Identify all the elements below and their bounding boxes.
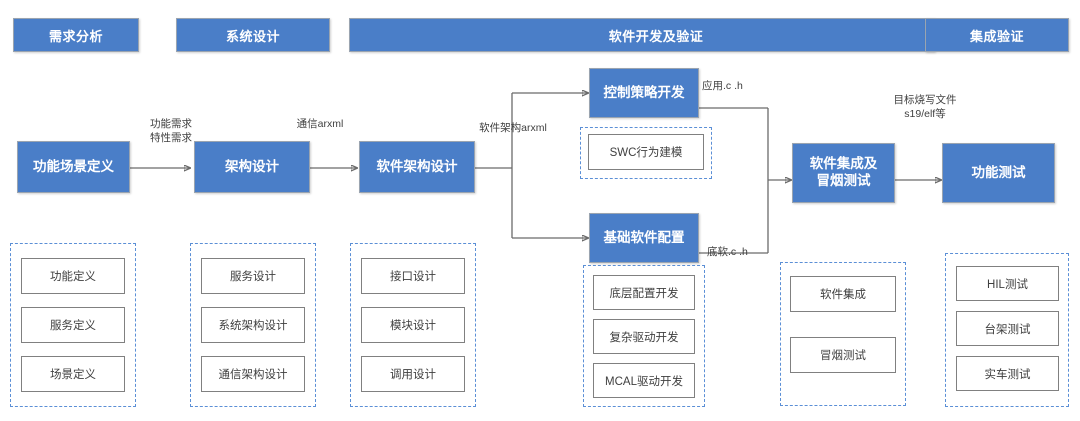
detail-item-scenario-definition[interactable]: 场景定义	[21, 356, 125, 392]
edge-label-functional-feature-requirements: 功能需求 特性需求	[150, 118, 192, 145]
phase-header-software-development: 软件开发及验证	[349, 18, 935, 52]
phase-header-requirements: 需求分析	[13, 18, 139, 52]
node-functional-scenario-definition[interactable]: 功能场景定义	[17, 141, 130, 193]
detail-group-integration	[780, 262, 906, 406]
detail-item-software-integration[interactable]: 软件集成	[790, 276, 896, 312]
detail-item-communication-architecture-design[interactable]: 通信架构设计	[201, 356, 305, 392]
edge-label-application-c-h: 应用.c .h	[702, 80, 743, 92]
detail-item-function-definition[interactable]: 功能定义	[21, 258, 125, 294]
detail-item-bsw-configuration-development[interactable]: 底层配置开发	[593, 275, 695, 310]
node-swc-behavior-modeling[interactable]: SWC行为建模	[588, 134, 704, 170]
detail-item-interface-design[interactable]: 接口设计	[361, 258, 465, 294]
detail-group-validation	[945, 253, 1069, 407]
node-software-integration-smoke-test[interactable]: 软件集成及 冒烟测试	[792, 143, 895, 203]
edge-label-software-architecture-arxml: 软件架构arxml	[479, 122, 547, 134]
node-architecture-design[interactable]: 架构设计	[194, 141, 310, 193]
detail-item-vehicle-test[interactable]: 实车测试	[956, 356, 1059, 391]
node-function-test[interactable]: 功能测试	[942, 143, 1055, 203]
node-label-line2: 冒烟测试	[816, 173, 871, 188]
detail-item-smoke-test[interactable]: 冒烟测试	[790, 337, 896, 373]
detail-item-mcal-driver-development[interactable]: MCAL驱动开发	[593, 363, 695, 398]
detail-group-system-design	[190, 243, 316, 407]
edge-label-target-flash-file: 目标烧写文件 s19/elf等	[893, 94, 957, 121]
detail-item-bench-test[interactable]: 台架测试	[956, 311, 1059, 346]
edge-label-communication-arxml: 通信arxml	[296, 118, 344, 130]
detail-item-hil-test[interactable]: HIL测试	[956, 266, 1059, 301]
phase-header-integration-validation: 集成验证	[925, 18, 1069, 52]
swc-modeling-group	[580, 127, 712, 179]
phase-header-system-design: 系统设计	[176, 18, 330, 52]
node-label-line1: 软件集成及	[809, 156, 878, 172]
detail-group-software-architecture	[350, 243, 476, 407]
detail-item-call-design[interactable]: 调用设计	[361, 356, 465, 392]
detail-item-service-design[interactable]: 服务设计	[201, 258, 305, 294]
node-control-strategy-development[interactable]: 控制策略开发	[589, 68, 699, 118]
detail-item-complex-driver-development[interactable]: 复杂驱动开发	[593, 319, 695, 354]
detail-item-module-design[interactable]: 模块设计	[361, 307, 465, 343]
detail-group-basic-software	[583, 265, 705, 407]
detail-group-requirements	[10, 243, 136, 407]
detail-item-service-definition[interactable]: 服务定义	[21, 307, 125, 343]
edge-label-bsw-c-h: 底软.c .h	[707, 246, 748, 258]
detail-item-system-architecture-design[interactable]: 系统架构设计	[201, 307, 305, 343]
node-basic-software-configuration[interactable]: 基础软件配置	[589, 213, 699, 263]
node-software-architecture-design[interactable]: 软件架构设计	[359, 141, 475, 193]
